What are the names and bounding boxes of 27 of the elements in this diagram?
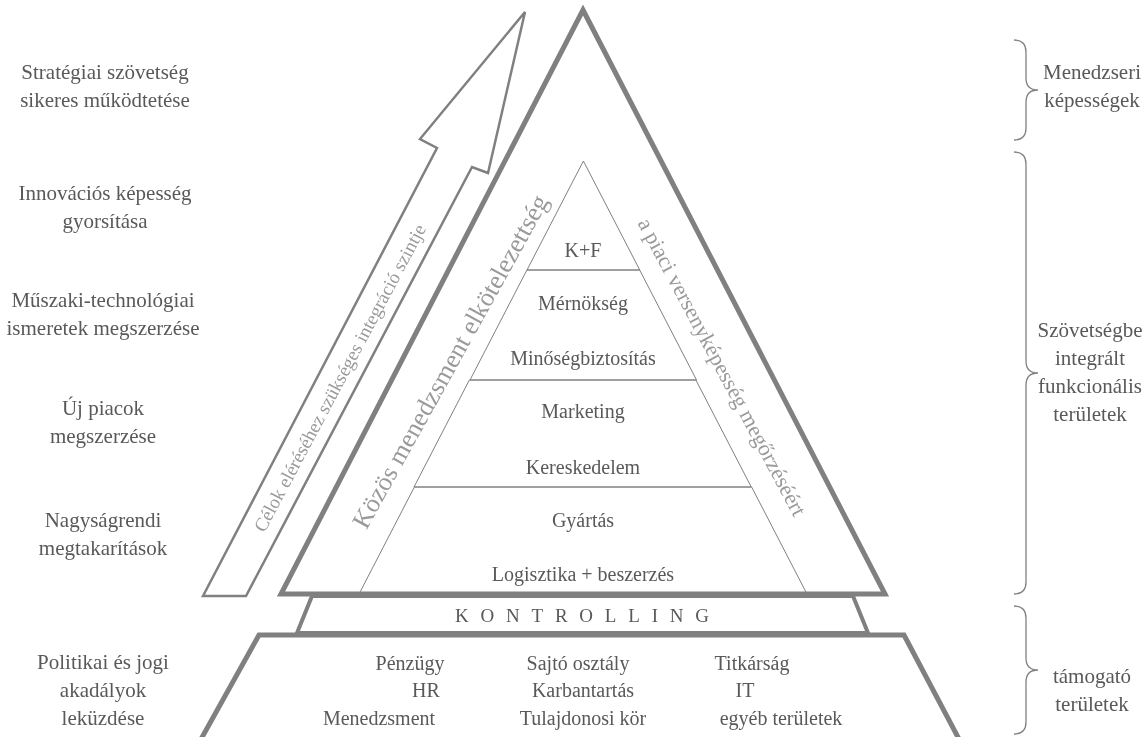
shape-text: Menedzsment [322, 705, 436, 731]
side-label: támogató területek [1051, 663, 1133, 718]
shape-text: Tulajdonosi kör [519, 705, 647, 731]
side-label: Menedzseri képességek [1042, 59, 1142, 114]
shape-text: Marketing [541, 398, 625, 424]
shape-text: IT [735, 677, 755, 703]
shape-text: KONTROLLING [454, 604, 721, 628]
shape-text: Pénzügy [375, 650, 445, 676]
side-label: Új piacok megszerzése [48, 395, 158, 450]
shape-text: Kereskedelem [525, 454, 641, 480]
side-label: Nagyságrendi megtakarítások [37, 507, 169, 562]
shape-text: Logisztika + beszerzés [491, 561, 675, 587]
side-label: Innovációs képesség gyorsítása [17, 180, 193, 235]
side-label: Politikai és jogi akadályok leküzdése [36, 649, 170, 732]
shape-text: egyéb területek [719, 705, 843, 731]
shape-text: K+F [564, 237, 602, 263]
trapezoid-band [297, 596, 868, 633]
shape-text: Gyártás [551, 507, 615, 533]
shape-text: HR [412, 677, 440, 703]
side-label: Szövetségbe integrált funkcionális területek [1036, 317, 1144, 428]
shape-text: Karbantartás [531, 677, 635, 703]
trapezoid-base [200, 633, 960, 737]
shape-text: Sajtó osztály [526, 650, 630, 676]
shape-text: Titkárság [714, 650, 790, 676]
shape-text: Minőségbiztosítás [510, 345, 656, 371]
side-label: Műszaki-technológiai ismeretek megszerzése [5, 287, 201, 342]
side-label: Stratégiai szövetség sikeres működtetése [19, 59, 191, 114]
